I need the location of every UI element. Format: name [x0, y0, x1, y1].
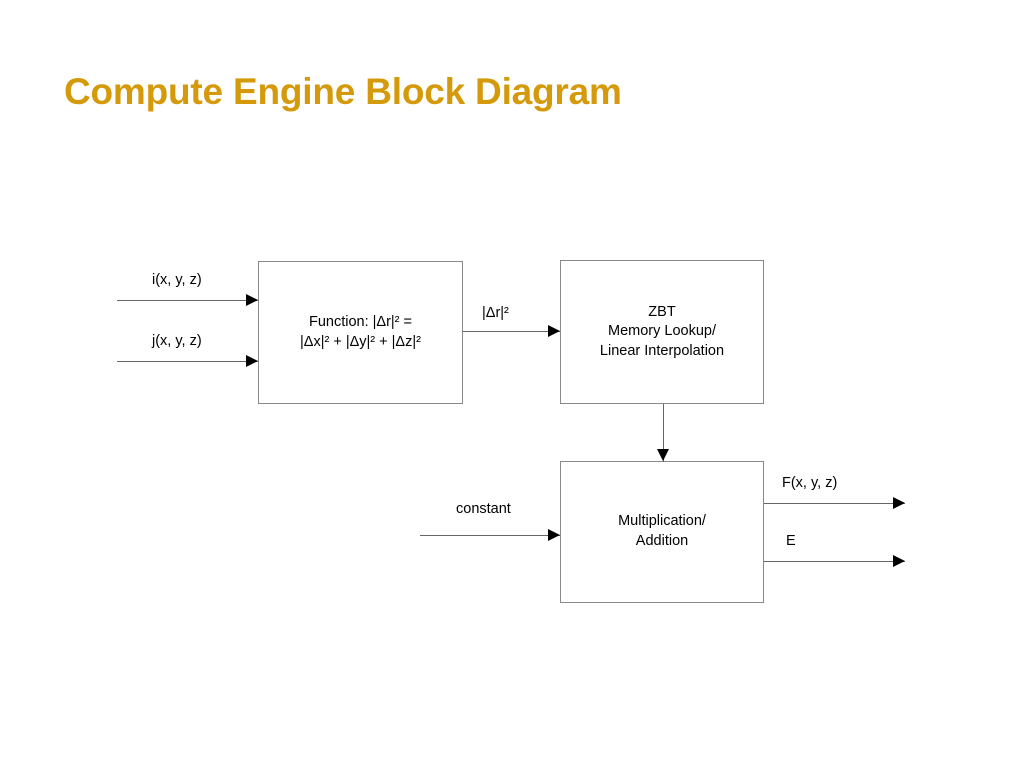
label-delta-r-squared: |Δr|²	[482, 305, 509, 321]
block-function[interactable]: Function: |Δr|² = |Δx|² + |Δy|² + |Δz|²	[258, 261, 463, 404]
arrowhead-constant-icon	[548, 529, 560, 541]
label-input-i: i(x, y, z)	[152, 272, 202, 288]
connector-output-f	[764, 503, 905, 504]
arrowhead-zbt-to-multadd-icon	[657, 449, 669, 461]
label-output-f: F(x, y, z)	[782, 475, 838, 491]
connector-function-to-zbt	[463, 331, 560, 332]
arrowhead-output-f-icon	[893, 497, 905, 509]
connector-input-j	[117, 361, 258, 362]
page-title: Compute Engine Block Diagram	[64, 71, 622, 112]
connector-output-e	[764, 561, 905, 562]
label-output-e: E	[786, 533, 796, 549]
block-multiplication-addition[interactable]: Multiplication/ Addition	[560, 461, 764, 603]
label-input-j: j(x, y, z)	[152, 333, 202, 349]
arrowhead-input-i-icon	[246, 294, 258, 306]
arrowhead-input-j-icon	[246, 355, 258, 367]
connector-zbt-to-multadd	[663, 404, 664, 462]
label-constant: constant	[456, 501, 511, 517]
block-function-label: Function: |Δr|² = |Δx|² + |Δy|² + |Δz|²	[300, 313, 421, 350]
arrowhead-function-to-zbt-icon	[548, 325, 560, 337]
connector-input-i	[117, 300, 258, 301]
connector-constant	[420, 535, 560, 536]
block-multadd-label: Multiplication/ Addition	[618, 513, 706, 549]
block-zbt-label: ZBT Memory Lookup/ Linear Interpolation	[599, 303, 725, 359]
block-zbt-memory-lookup[interactable]: ZBT Memory Lookup/ Linear Interpolation	[560, 260, 764, 404]
arrowhead-output-e-icon	[893, 555, 905, 567]
